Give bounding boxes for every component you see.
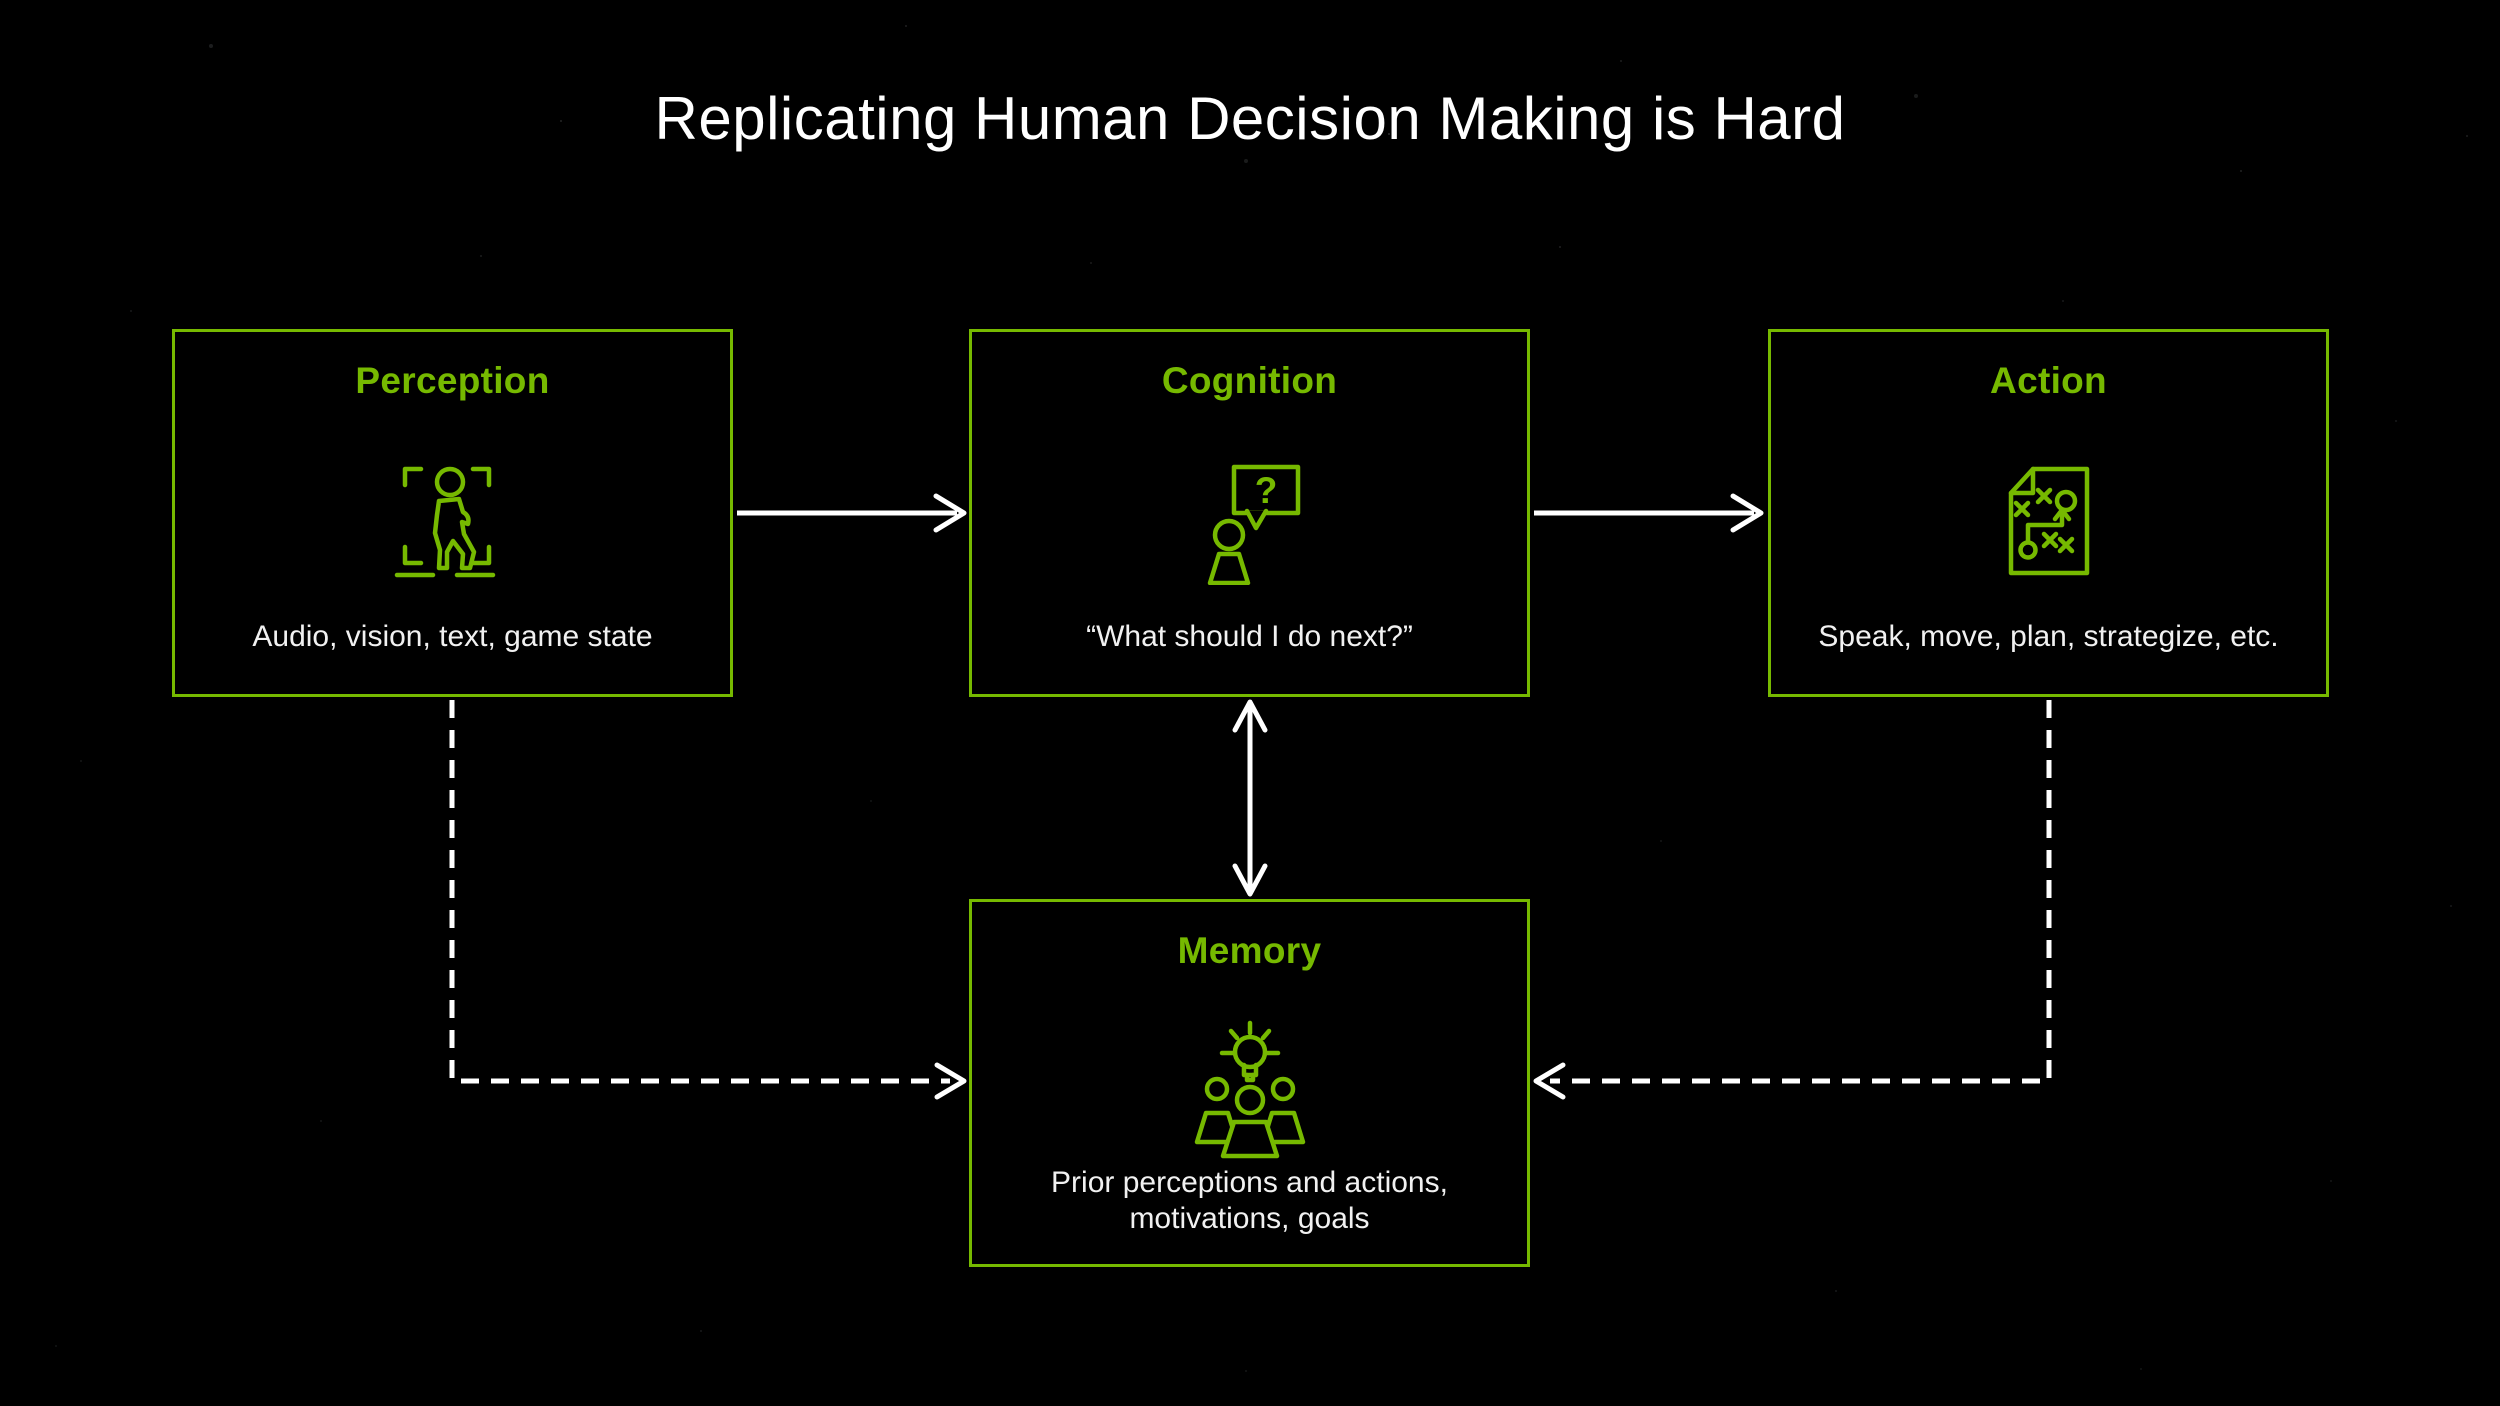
strategy-playbook-icon xyxy=(2008,466,2089,576)
action-box-title: Action xyxy=(1990,360,2107,401)
team-lightbulb-icon xyxy=(1194,1020,1305,1159)
arrow-perception-to-memory-dashed xyxy=(449,700,967,1100)
perception-box-description: Audio, vision, text, game state xyxy=(252,619,653,653)
question-mark-glyph: ? xyxy=(1254,470,1277,511)
memory-box-description: Prior perceptions and actions, motivatio… xyxy=(972,1165,1527,1236)
cognition-box-description: “What should I do next?” xyxy=(1086,619,1413,653)
memory-description-line-2: motivations, goals xyxy=(1129,1201,1370,1235)
action-box: Action Speak, move, plan, strategize, et… xyxy=(1768,329,2329,697)
cognition-box-title: Cognition xyxy=(1161,360,1338,401)
memory-description-line-1: Prior perceptions and actions, xyxy=(1051,1166,1448,1200)
perception-box: Perception Audio, vision, text, game sta… xyxy=(172,329,733,697)
perception-box-title: Perception xyxy=(355,360,550,401)
person-detection-icon xyxy=(394,466,495,578)
person-question-bubble-icon: ? xyxy=(1207,464,1300,586)
arrow-perception-to-cognition xyxy=(737,493,967,533)
memory-box: Memory Prior perceptions and actions, mo… xyxy=(969,899,1530,1267)
arrow-action-to-memory-dashed xyxy=(1533,700,2052,1100)
action-box-description: Speak, move, plan, strategize, etc. xyxy=(1818,619,2279,653)
memory-box-title: Memory xyxy=(1177,930,1322,971)
arrow-cognition-memory-two-way xyxy=(1232,699,1268,897)
slide-title: Replicating Human Decision Making is Har… xyxy=(654,85,1846,152)
arrow-cognition-to-action xyxy=(1534,493,1764,533)
cognition-box: Cognition ? “What should I do next?” xyxy=(969,329,1530,697)
